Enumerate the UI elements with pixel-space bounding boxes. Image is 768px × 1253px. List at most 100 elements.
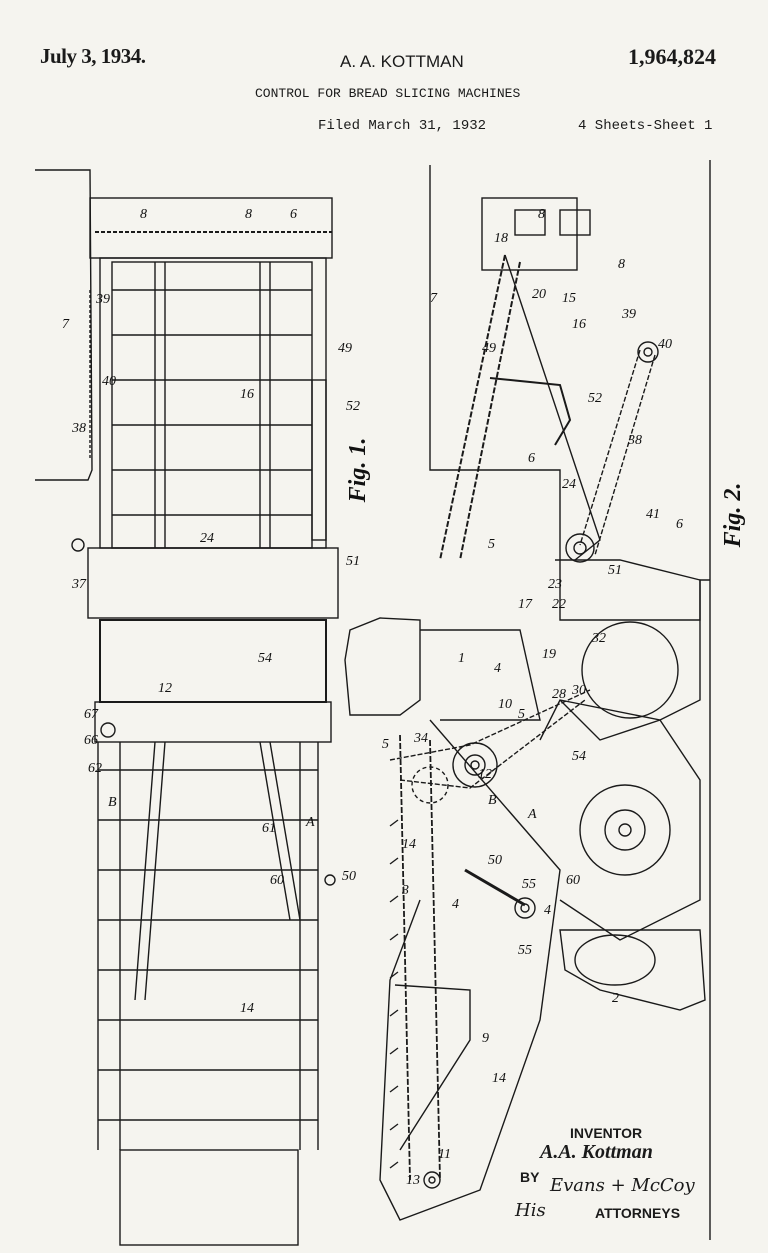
fig2-reference-numeral: 4	[494, 661, 501, 676]
fig2-reference-numeral: 54	[572, 749, 586, 764]
rung	[389, 819, 399, 827]
patent-number: 1,964,824	[628, 44, 716, 69]
fig2-reference-numeral: 51	[608, 563, 622, 578]
fig2-reference-numeral: 18	[494, 231, 508, 246]
attorneys-label: ATTORNEYS	[595, 1205, 681, 1221]
rung	[389, 1123, 399, 1131]
rung	[389, 1047, 399, 1055]
fig1-reference-numeral: 62	[88, 761, 102, 776]
fig2-reference-numeral: 8	[618, 257, 625, 272]
fig2-reference-numeral: 5	[518, 707, 525, 722]
his-label: His	[515, 1200, 546, 1221]
by-label: BY	[520, 1169, 540, 1185]
fig2-reference-numeral: 28	[552, 687, 566, 702]
fig2-reference-numeral: 11	[438, 1147, 451, 1162]
fig2-reference-numeral: 55	[518, 943, 532, 958]
fig1-reference-numeral: 16	[240, 387, 254, 402]
fig2-reference-numeral: 32	[591, 631, 606, 646]
fig2-reference-numeral: 3	[401, 883, 409, 898]
fig1-reference-numeral: 50	[342, 869, 356, 884]
fig2-reference-numeral: 17	[518, 597, 533, 612]
fig2-reference-numeral: 5	[488, 537, 495, 552]
fig2-reference-numeral: 24	[562, 477, 576, 492]
fig2-reference-numeral: 14	[492, 1071, 506, 1086]
inventor-name: A. A. KOTTMAN	[340, 52, 464, 71]
fig2-reference-numeral: 4	[452, 897, 459, 912]
fig1-reference-numeral: 38	[71, 421, 86, 436]
fig2-reference-numeral: 16	[572, 317, 586, 332]
fig2-reference-numeral: 15	[562, 291, 576, 306]
fig1-reference-numeral: 60	[270, 873, 284, 888]
rung	[389, 1085, 399, 1093]
fig2-reference-numeral: 10	[498, 697, 512, 712]
fig1-reference-numeral: 66	[84, 733, 98, 748]
fig1-reference-numeral: 8	[245, 207, 252, 222]
fig2-reference-numeral: 1	[458, 651, 465, 666]
fig2-reference-numeral: 14	[402, 837, 416, 852]
fig1-reference-numeral: 37	[71, 577, 87, 592]
inventor-signature: A.A. Kottman	[540, 1141, 653, 1163]
fig1-reference-numeral: 12	[158, 681, 172, 696]
fig2-reference-numeral: 20	[532, 287, 546, 302]
fig2-reference-numeral: 19	[542, 647, 556, 662]
fig2-reference-numeral: 12	[478, 767, 492, 782]
fig2-reference-numeral: 39	[621, 307, 636, 322]
fig1-reference-numeral: B	[108, 795, 117, 810]
fig2-reference-numeral: B	[488, 793, 497, 808]
sheet-count: 4 Sheets-Sheet 1	[578, 118, 713, 134]
fig2-reference-numeral: 8	[538, 207, 545, 222]
fig1-reference-numeral: 61	[262, 821, 276, 836]
patent-title: CONTROL FOR BREAD SLICING MACHINES	[255, 86, 521, 101]
fig1-reference-numeral: 52	[346, 399, 360, 414]
fig1-reference-numeral: 39	[95, 292, 110, 307]
fig1-reference-numeral: 14	[240, 1001, 254, 1016]
fig2-reference-numeral: 23	[548, 577, 562, 592]
fig1-reference-numeral: A	[305, 815, 315, 830]
rung	[389, 895, 399, 903]
fig2-reference-numeral: 49	[482, 341, 496, 356]
fig2-reference-numeral: 40	[658, 337, 672, 352]
inventor-label: INVENTOR	[570, 1125, 643, 1141]
fig2-reference-numeral: 2	[612, 991, 619, 1006]
fig2-reference-numeral: 55	[522, 877, 536, 892]
fig2-reference-numeral: 22	[552, 597, 566, 612]
fig2-reference-numeral: 6	[676, 517, 683, 532]
rung	[389, 1161, 399, 1169]
fig2-reference-numeral: 34	[413, 731, 428, 746]
fig1-reference-numeral: 49	[338, 341, 352, 356]
filing-date: Filed March 31, 1932	[318, 118, 487, 134]
fig2-reference-numeral: 30	[571, 683, 586, 698]
fig1-reference-numeral: 67	[84, 707, 99, 722]
fig2-reference-numeral: 6	[528, 451, 535, 466]
fig2-reference-numeral: 52	[588, 391, 602, 406]
fig2-reference-numeral: 4	[544, 903, 551, 918]
fig1-reference-numeral: 40	[102, 374, 116, 389]
fig2-reference-numeral: 41	[646, 507, 660, 522]
fig1-drawing	[35, 169, 339, 1246]
fig1-reference-numeral: 51	[346, 554, 360, 569]
fig2-reference-numeral: 9	[482, 1031, 489, 1046]
fig2-reference-numeral: A	[527, 807, 537, 822]
attorney-signature: Evans + McCoy	[550, 1175, 695, 1196]
fig1-reference-numeral: 7	[62, 317, 70, 332]
fig1-reference-numeral: 24	[200, 531, 214, 546]
fig2-reference-numeral: 60	[566, 873, 580, 888]
fig2-reference-numeral: 5	[382, 737, 389, 752]
rung	[389, 857, 399, 865]
fig2-reference-numeral: 38	[627, 433, 642, 448]
fig1-caption: Fig. 1.	[345, 438, 371, 504]
fig2-caption: Fig. 2.	[720, 483, 746, 549]
patent-date: July 3, 1934.	[40, 44, 146, 68]
fig2-drawing	[344, 160, 711, 1240]
rung	[389, 933, 399, 941]
rung	[389, 971, 399, 979]
fig2-reference-numeral: 13	[406, 1173, 420, 1188]
fig1-reference-numeral: 8	[140, 207, 147, 222]
fig1-reference-numeral: 6	[290, 207, 297, 222]
rung	[389, 1009, 399, 1017]
fig1-reference-numeral: 54	[258, 651, 272, 666]
fig2-reference-numeral: 7	[430, 291, 438, 306]
fig2-reference-numeral: 50	[488, 853, 502, 868]
